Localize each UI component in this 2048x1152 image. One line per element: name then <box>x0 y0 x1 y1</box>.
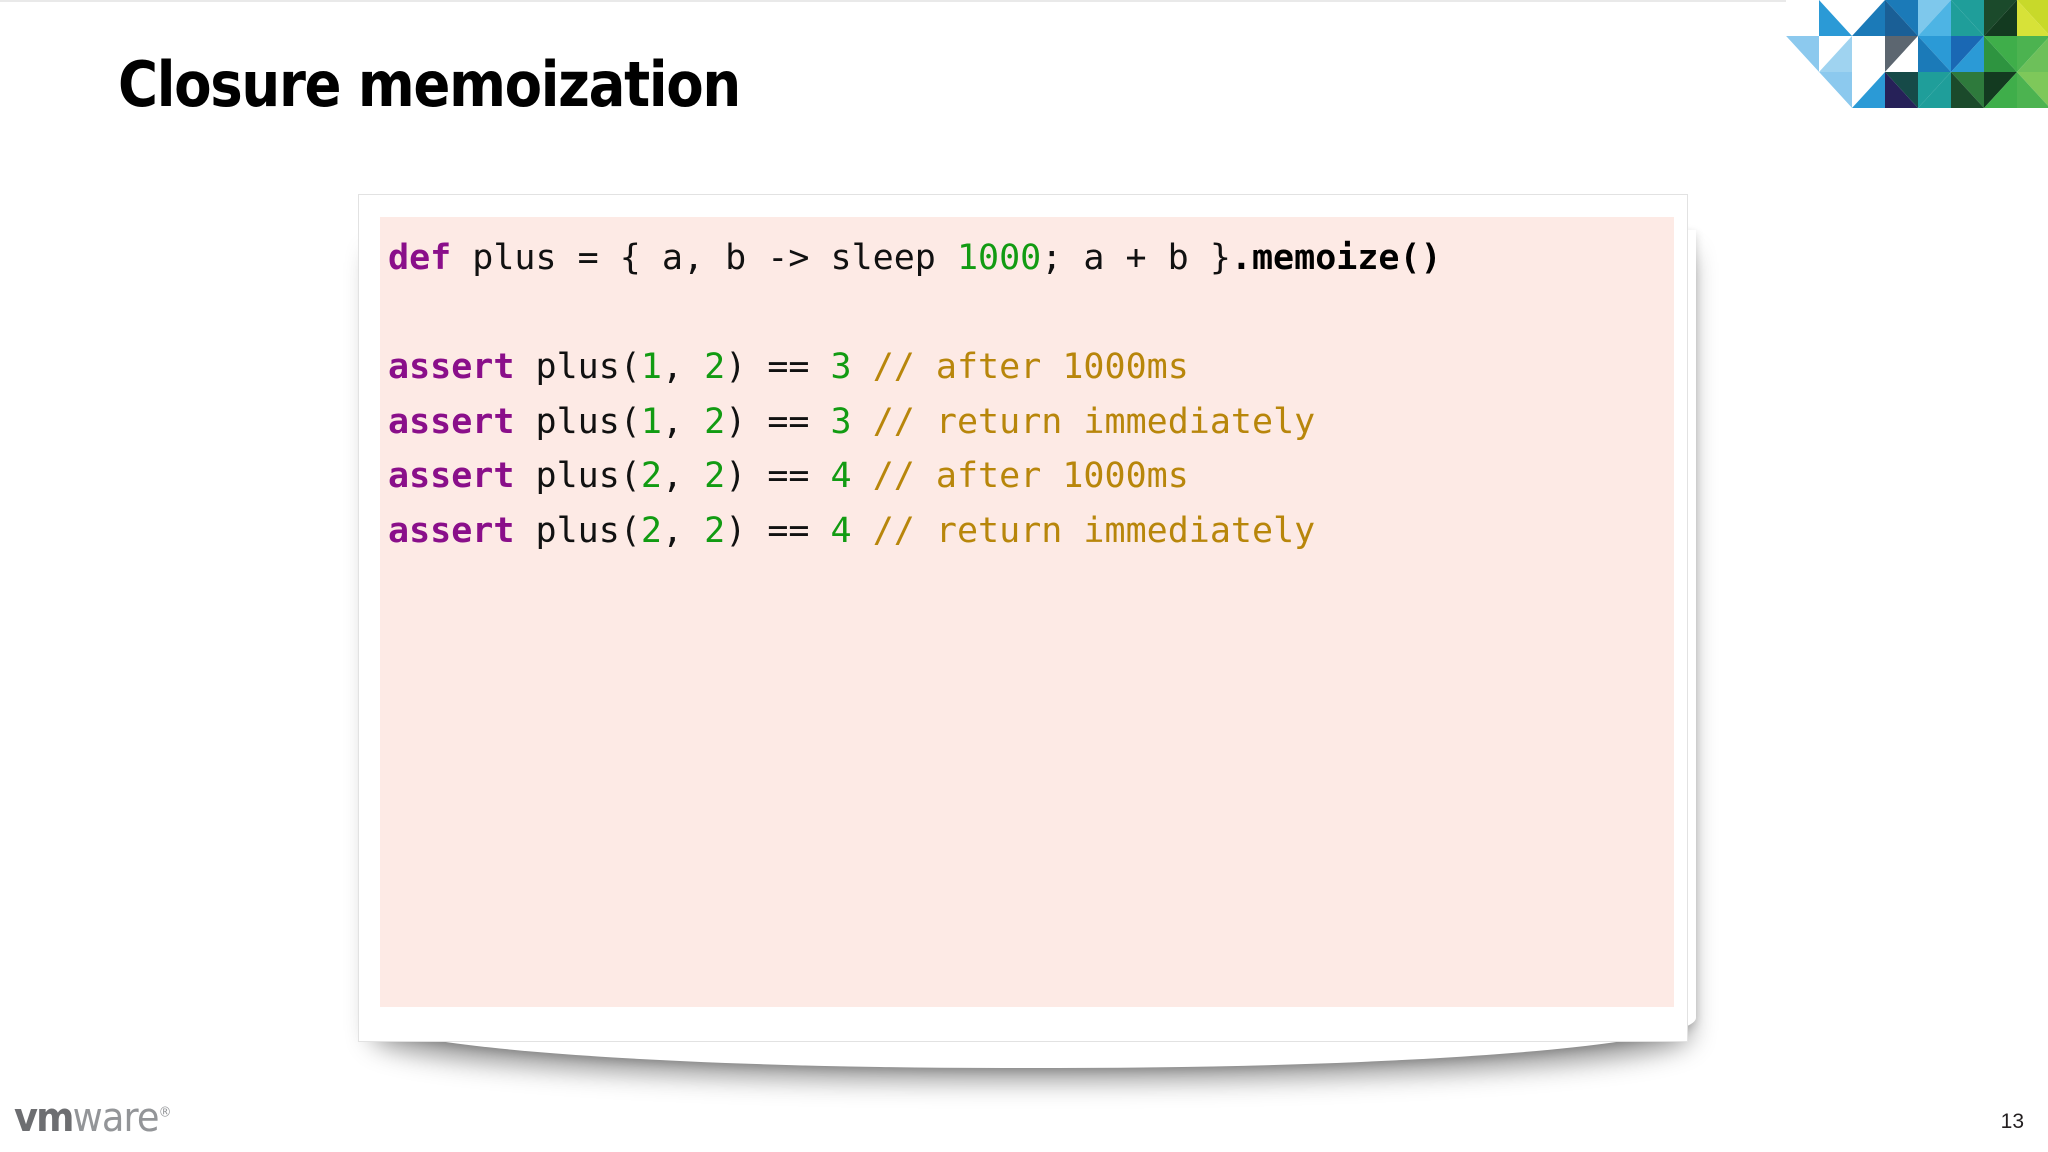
mosaic-tile <box>1819 36 1852 72</box>
code-token-plain: ; a + b } <box>1041 238 1231 278</box>
code-text: def plus = { a, b -> sleep 1000; a + b }… <box>388 231 1674 558</box>
registered-mark: ® <box>158 1104 172 1121</box>
code-token-plain: , <box>661 347 705 387</box>
code-token-method: .memoize() <box>1230 238 1442 278</box>
vmware-logo-ware: ware <box>72 1095 160 1141</box>
code-token-plain: ) == <box>725 401 831 442</box>
code-token-plain: ) == <box>725 347 831 387</box>
code-token-comment: // return immediately <box>872 510 1316 551</box>
mosaic-tile <box>1852 0 1885 36</box>
code-token-plain: , <box>661 401 705 442</box>
code-token-num: 1000 <box>956 238 1042 278</box>
code-token-plain: ) == <box>725 456 831 496</box>
mosaic-tile <box>2017 0 2048 36</box>
mosaic-tile <box>1819 72 1852 108</box>
mosaic-tile <box>2017 36 2048 72</box>
code-token-plain <box>852 402 873 442</box>
mosaic-tile <box>2017 72 2048 108</box>
mosaic-tile <box>1819 0 1852 36</box>
vmware-triangle-mosaic-decoration <box>1786 0 2048 108</box>
page-number: 13 <box>2000 1110 2024 1133</box>
code-token-comment: // after 1000ms <box>872 347 1189 387</box>
code-token-num: 3 <box>830 401 852 442</box>
code-token-kw: def <box>388 238 452 278</box>
mosaic-tile <box>1852 36 1885 72</box>
code-token-plain: ) == <box>725 510 831 551</box>
mosaic-tile <box>1984 0 2017 36</box>
code-token-plain: , <box>661 456 705 496</box>
mosaic-tile <box>1786 36 1819 72</box>
code-block: def plus = { a, b -> sleep 1000; a + b }… <box>380 217 1674 1007</box>
code-token-num: 2 <box>704 401 726 442</box>
code-token-plain: plus( <box>514 347 641 387</box>
code-token-num: 4 <box>830 510 852 551</box>
code-token-kw: assert <box>388 347 515 387</box>
mosaic-tile <box>1885 72 1918 108</box>
mosaic-tile <box>1984 36 2017 72</box>
code-token-num: 2 <box>704 510 726 551</box>
code-token-plain: , <box>661 510 705 551</box>
code-token-plain: plus = { a, b -> sleep <box>451 238 957 278</box>
code-token-kw: assert <box>388 510 515 551</box>
code-token-plain: plus( <box>514 456 641 496</box>
code-token-num: 1 <box>640 347 662 387</box>
code-token-num: 2 <box>640 456 662 496</box>
code-token-comment: // after 1000ms <box>872 456 1189 496</box>
top-divider <box>0 0 2048 2</box>
code-token-plain <box>852 347 873 387</box>
page-title: Closure memoization <box>118 48 741 121</box>
mosaic-tile <box>1918 72 1951 108</box>
code-token-num: 2 <box>704 347 726 387</box>
code-token-kw: assert <box>388 401 515 442</box>
code-token-plain: plus( <box>514 510 641 551</box>
code-token-plain: plus( <box>514 401 641 442</box>
vmware-logo-vm: vm <box>14 1095 74 1141</box>
mosaic-tile <box>1885 36 1918 72</box>
code-token-num: 1 <box>640 401 662 442</box>
code-token-comment: // return immediately <box>872 401 1316 442</box>
code-token-num: 4 <box>830 456 852 496</box>
mosaic-tile <box>1852 72 1885 108</box>
mosaic-tile <box>1951 72 1984 108</box>
code-token-plain <box>852 511 873 551</box>
card-surface: def plus = { a, b -> sleep 1000; a + b }… <box>358 194 1688 1042</box>
code-token-plain <box>852 456 873 496</box>
code-slide-card: def plus = { a, b -> sleep 1000; a + b }… <box>358 194 1696 1068</box>
code-token-num: 2 <box>640 510 662 551</box>
mosaic-tile <box>1918 0 1951 36</box>
code-token-kw: assert <box>388 456 515 496</box>
mosaic-tile <box>1984 72 2017 108</box>
mosaic-tile <box>1786 0 1819 36</box>
mosaic-tile <box>1951 0 1984 36</box>
code-token-num: 2 <box>704 456 726 496</box>
code-token-num: 3 <box>830 347 852 387</box>
mosaic-tile <box>1951 36 1984 72</box>
vmware-logo: vmware® <box>14 1098 171 1138</box>
mosaic-tile <box>1918 36 1951 72</box>
mosaic-tile <box>1786 72 1819 108</box>
mosaic-tile <box>1885 0 1918 36</box>
